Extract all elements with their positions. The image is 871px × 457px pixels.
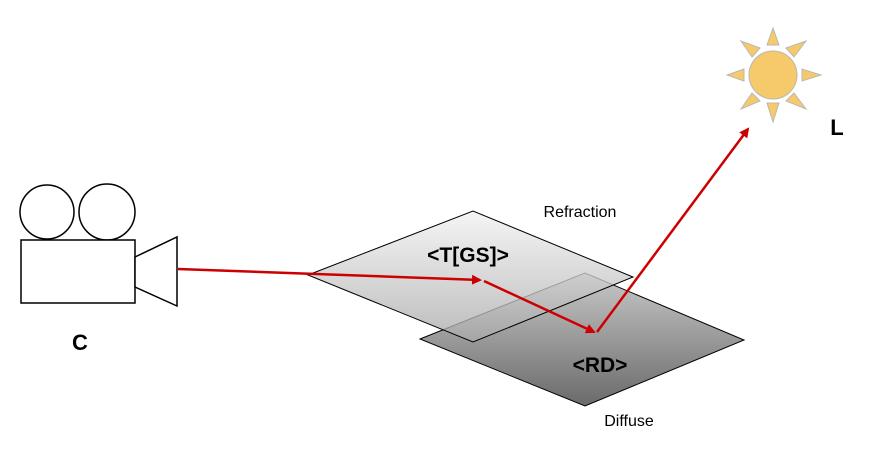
refraction-plane [306,210,635,343]
sun-ray [785,92,808,111]
ray-camera-to-refraction [177,267,482,285]
refraction-plane-tag: <T[GS]> [427,244,509,267]
camera-reel-left [19,184,75,240]
sun-ray [725,68,745,82]
diffuse-label: Diffuse [604,413,654,430]
refraction-label: Refraction [544,204,617,221]
movie-camera-icon [19,183,178,308]
sun-ray [785,39,808,58]
sun-disc [748,50,798,100]
ray-refraction-to-diffuse [483,279,596,334]
light-label: L [830,115,843,140]
sun-ray [766,102,780,124]
sun-ray [739,39,761,58]
sun-ray [766,26,780,46]
camera-reel-right [78,183,136,241]
diffuse-plane-tag: <RD> [573,354,628,377]
sun-icon [725,26,823,124]
ray-diffuse-to-light [595,127,750,333]
camera-lens [134,235,178,308]
camera-label: C [72,330,88,355]
camera-body [20,239,136,304]
sun-ray [801,68,823,82]
sun-ray [739,92,761,111]
